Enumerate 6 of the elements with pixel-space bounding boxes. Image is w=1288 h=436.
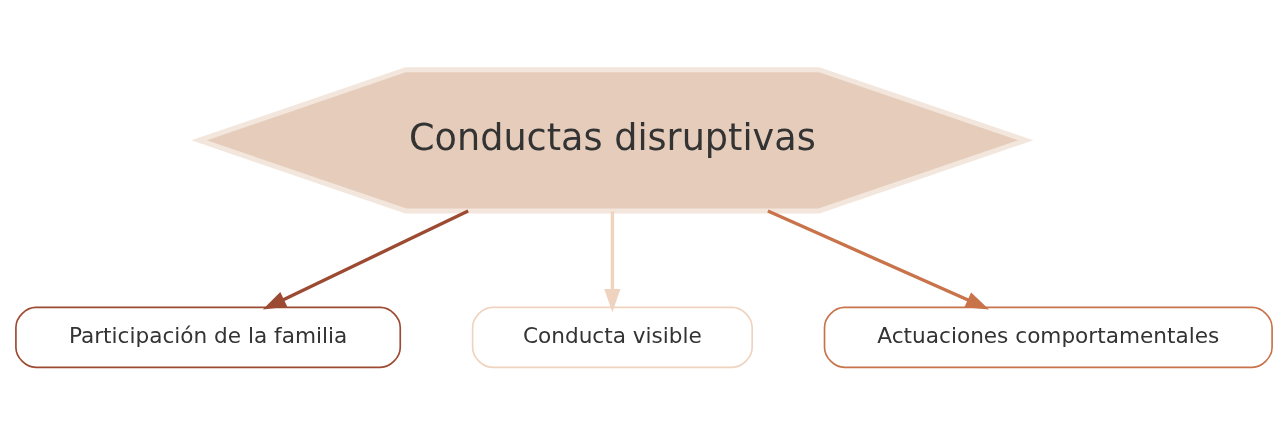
node-box: Conducta visible <box>471 306 753 368</box>
arrow <box>262 209 469 310</box>
node-box: Actuaciones comportamentales <box>823 306 1273 368</box>
arrow <box>604 210 621 312</box>
node-box: Participación de la familia <box>15 306 402 368</box>
arrow <box>767 209 990 309</box>
